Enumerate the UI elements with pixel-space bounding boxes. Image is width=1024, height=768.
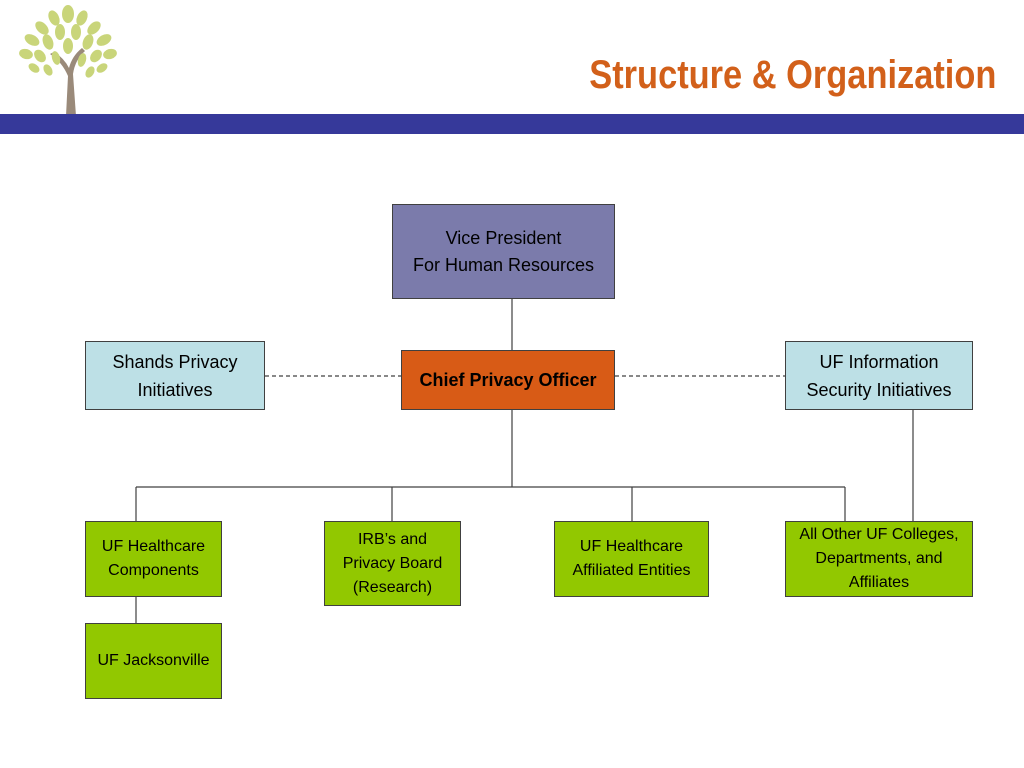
shands-privacy-initiatives-box: Shands Privacy Initiatives <box>85 341 265 410</box>
irb-privacy-board-box: IRB’s and Privacy Board (Research) <box>324 521 461 606</box>
uf-jacksonville-box: UF Jacksonville <box>85 623 222 699</box>
uf-healthcare-affiliated-entities-box: UF Healthcare Affiliated Entities <box>554 521 709 597</box>
uf-healthcare-components-box: UF Healthcare Components <box>85 521 222 597</box>
slide-title: Structure & Organization <box>588 53 996 97</box>
chief-privacy-officer-box: Chief Privacy Officer <box>401 350 615 410</box>
uf-information-security-box: UF Information Security Initiatives <box>785 341 973 410</box>
all-other-uf-colleges-box: All Other UF Colleges, Departments, and … <box>785 521 973 597</box>
header-band <box>0 114 1024 134</box>
tree-logo-icon <box>19 5 117 116</box>
vice-president-box: Vice President For Human Resources <box>392 204 615 299</box>
